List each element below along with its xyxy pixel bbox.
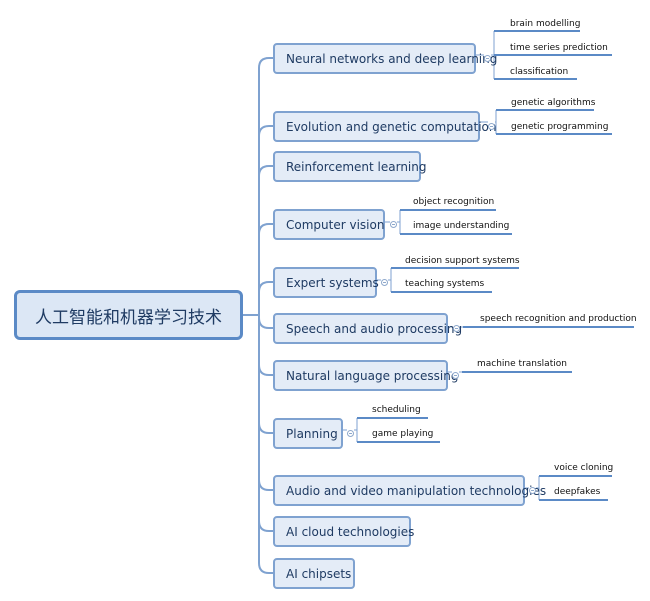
branch-reinforcement-learning[interactable]: Reinforcement learning bbox=[273, 151, 427, 182]
branch-connector bbox=[258, 281, 273, 293]
leaf-speech-recognition-production[interactable]: speech recognition and production bbox=[480, 314, 637, 324]
leaf-game-playing[interactable]: game playing bbox=[372, 429, 434, 439]
leaf-brain-modelling[interactable]: brain modelling bbox=[510, 19, 581, 29]
leaf-genetic-algorithms[interactable]: genetic algorithms bbox=[511, 98, 596, 108]
branch-planning[interactable]: Planning bbox=[273, 418, 343, 449]
collapse-toggle-icon[interactable] bbox=[390, 221, 397, 228]
branch-connector bbox=[258, 520, 273, 532]
branch-audio-video-manipulation[interactable]: Audio and video manipulation technologie… bbox=[273, 475, 546, 506]
leaf-classification[interactable]: classification bbox=[510, 67, 569, 77]
leaf-machine-translation[interactable]: machine translation bbox=[477, 359, 567, 369]
collapse-toggle-icon[interactable] bbox=[347, 430, 354, 437]
branch-natural-language-processing[interactable]: Natural language processing bbox=[273, 360, 458, 391]
branch-ai-chipsets[interactable]: AI chipsets bbox=[273, 558, 355, 589]
leaf-decision-support-systems[interactable]: decision support systems bbox=[405, 256, 520, 266]
branch-connector bbox=[258, 223, 273, 235]
leaf-time-series-prediction[interactable]: time series prediction bbox=[510, 43, 608, 53]
leaf-teaching-systems[interactable]: teaching systems bbox=[405, 279, 485, 289]
branch-computer-vision[interactable]: Computer vision bbox=[273, 209, 385, 240]
branch-connector bbox=[258, 562, 273, 574]
leaf-scheduling[interactable]: scheduling bbox=[372, 405, 421, 415]
leaf-deepfakes[interactable]: deepfakes bbox=[554, 487, 601, 497]
branch-ai-cloud-technologies[interactable]: AI cloud technologies bbox=[273, 516, 414, 547]
collapse-toggle-icon[interactable] bbox=[381, 279, 388, 286]
branch-connector bbox=[258, 479, 273, 491]
branch-expert-systems[interactable]: Expert systems bbox=[273, 267, 379, 298]
collapse-toggle-icon[interactable] bbox=[529, 487, 536, 494]
leaf-object-recognition[interactable]: object recognition bbox=[413, 197, 495, 207]
branch-connector bbox=[258, 57, 273, 69]
branch-connector bbox=[258, 165, 273, 177]
collapse-toggle-icon[interactable] bbox=[488, 123, 495, 130]
collapse-toggle-icon[interactable] bbox=[484, 55, 491, 62]
branch-neural-networks[interactable]: Neural networks and deep learning bbox=[273, 43, 497, 74]
branch-connector bbox=[258, 364, 273, 376]
branch-connector bbox=[258, 422, 273, 434]
leaf-genetic-programming[interactable]: genetic programming bbox=[511, 122, 609, 132]
branch-connector bbox=[258, 125, 273, 137]
leaf-voice-cloning[interactable]: voice cloning bbox=[554, 463, 614, 473]
branch-speech-audio-processing[interactable]: Speech and audio processing bbox=[273, 313, 462, 344]
collapse-toggle-icon[interactable] bbox=[453, 325, 460, 332]
branch-evolution-genetic-computation[interactable]: Evolution and genetic computation bbox=[273, 111, 497, 142]
root-topic[interactable]: 人工智能和机器学习技术 bbox=[14, 290, 243, 340]
collapse-toggle-icon[interactable] bbox=[452, 372, 459, 379]
leaf-image-understanding[interactable]: image understanding bbox=[413, 221, 510, 231]
branch-connector bbox=[258, 317, 273, 329]
